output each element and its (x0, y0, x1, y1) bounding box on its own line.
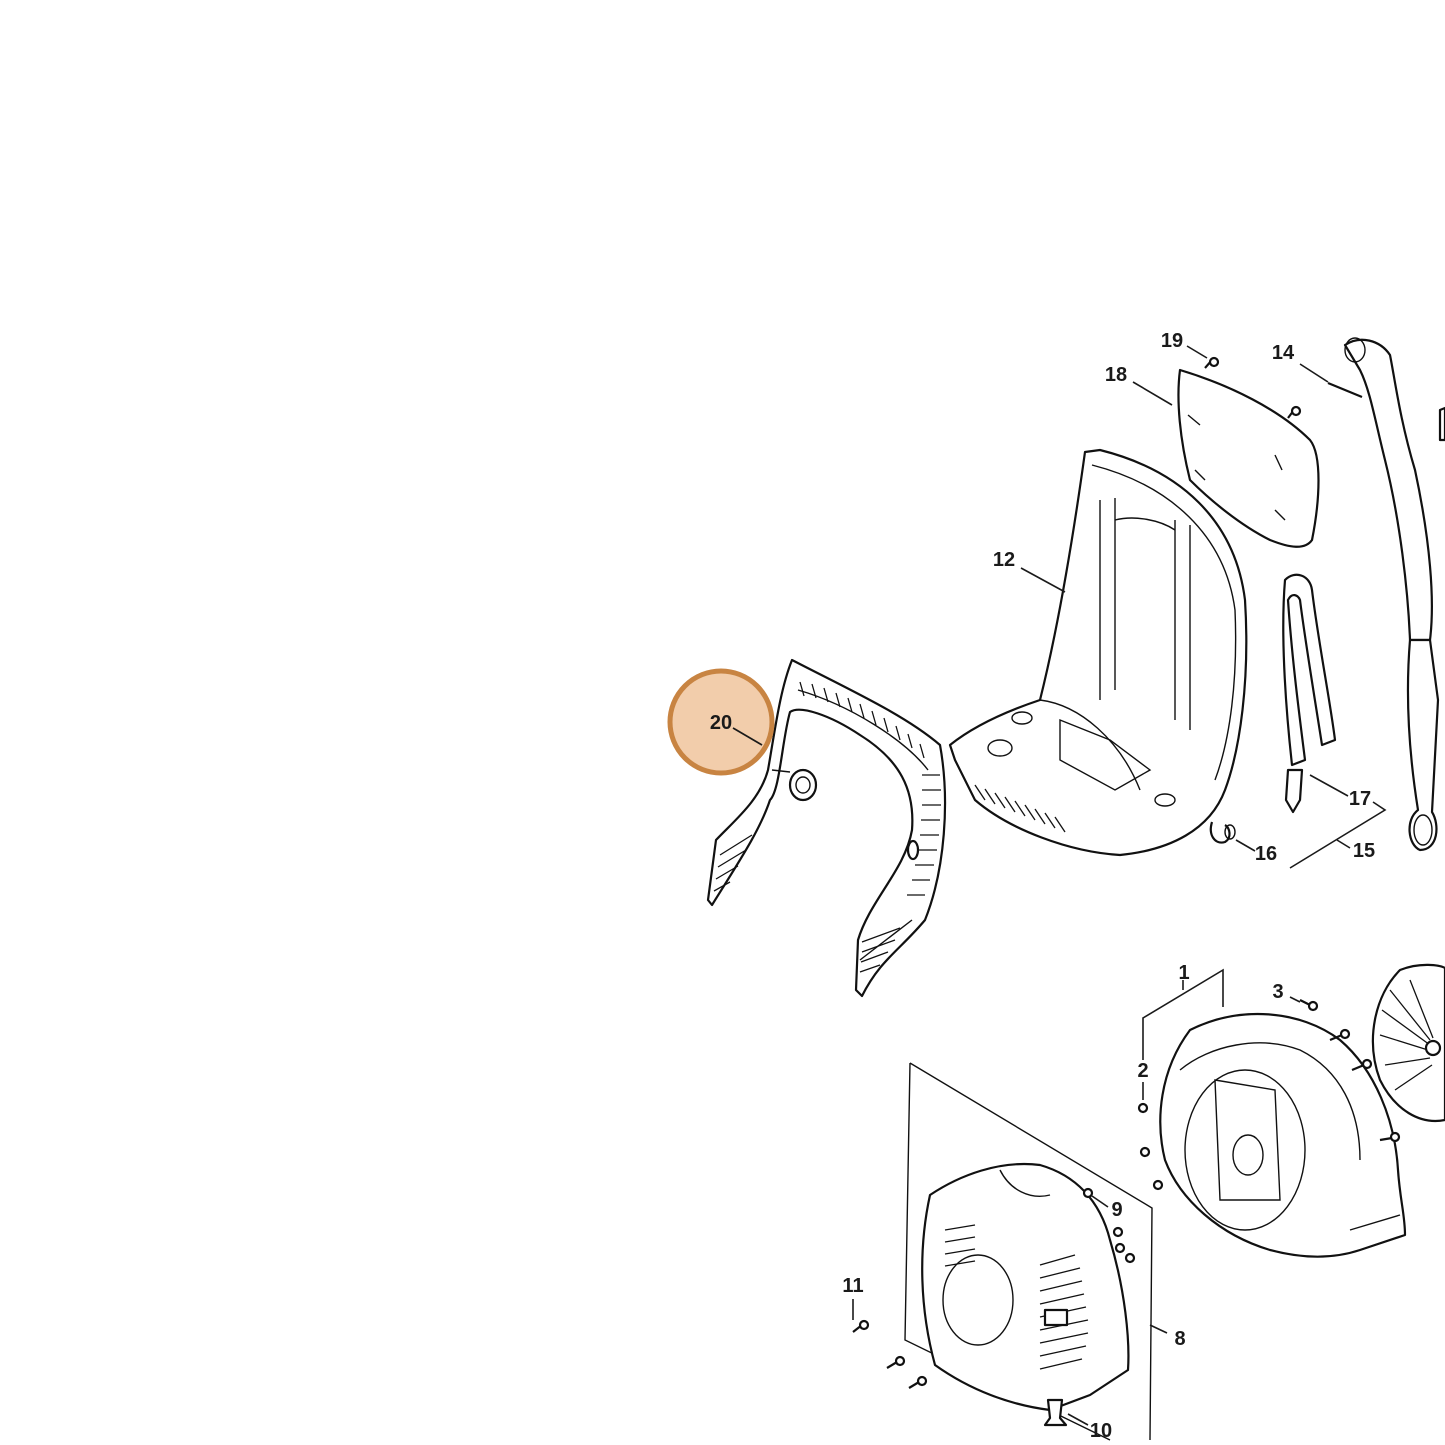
part-3-screws[interactable] (1299, 999, 1401, 1143)
part-8-shroud[interactable] (904, 1062, 1153, 1441)
part-14-shoulder-strap[interactable] (1343, 337, 1445, 852)
vent-slats-right (907, 774, 941, 896)
callout-2[interactable]: 2 (1137, 1060, 1148, 1082)
shroud-screws (1082, 1187, 1136, 1264)
part-10-plug[interactable] (1043, 1398, 1068, 1427)
callout-14[interactable]: 14 (1272, 342, 1295, 364)
part-1-fan-housing[interactable] (1137, 1012, 1407, 1258)
highlight-marker (667, 668, 775, 776)
impeller (1371, 963, 1445, 1123)
part-18-back-pad[interactable] (1177, 368, 1320, 548)
vent-slats-bottom (713, 834, 901, 973)
part-17-waist-strap[interactable] (1282, 573, 1337, 814)
leader-lines (734, 345, 1387, 1426)
part-11-screws[interactable] (852, 1319, 928, 1389)
callout-15[interactable]: 15 (1353, 840, 1375, 862)
callout-12[interactable]: 12 (993, 549, 1015, 571)
part-20-vent-cover[interactable] (706, 658, 947, 998)
callout-3[interactable]: 3 (1272, 981, 1283, 1003)
leader-20 (732, 727, 763, 746)
callout-9[interactable]: 9 (1111, 1199, 1122, 1221)
callout-1[interactable]: 1 (1178, 962, 1189, 984)
callout-11[interactable]: 11 (842, 1275, 863, 1297)
callout-16[interactable]: 16 (1255, 843, 1277, 865)
callout-18[interactable]: 18 (1105, 364, 1127, 386)
part-12-back-frame[interactable] (948, 448, 1248, 857)
mounting-boss (771, 768, 920, 861)
part-16-hook[interactable] (1209, 821, 1236, 844)
callout-10[interactable]: 10 (1090, 1420, 1112, 1442)
frame-grille (974, 784, 1066, 833)
callout-20[interactable]: 20 (710, 712, 732, 734)
housing-screws (1137, 1102, 1164, 1191)
vent-slats-top (799, 681, 925, 759)
callout-8[interactable]: 8 (1174, 1328, 1185, 1350)
callout-17[interactable]: 17 (1349, 788, 1371, 810)
callout-19[interactable]: 19 (1161, 330, 1183, 352)
part-19-screws[interactable] (1204, 356, 1363, 419)
